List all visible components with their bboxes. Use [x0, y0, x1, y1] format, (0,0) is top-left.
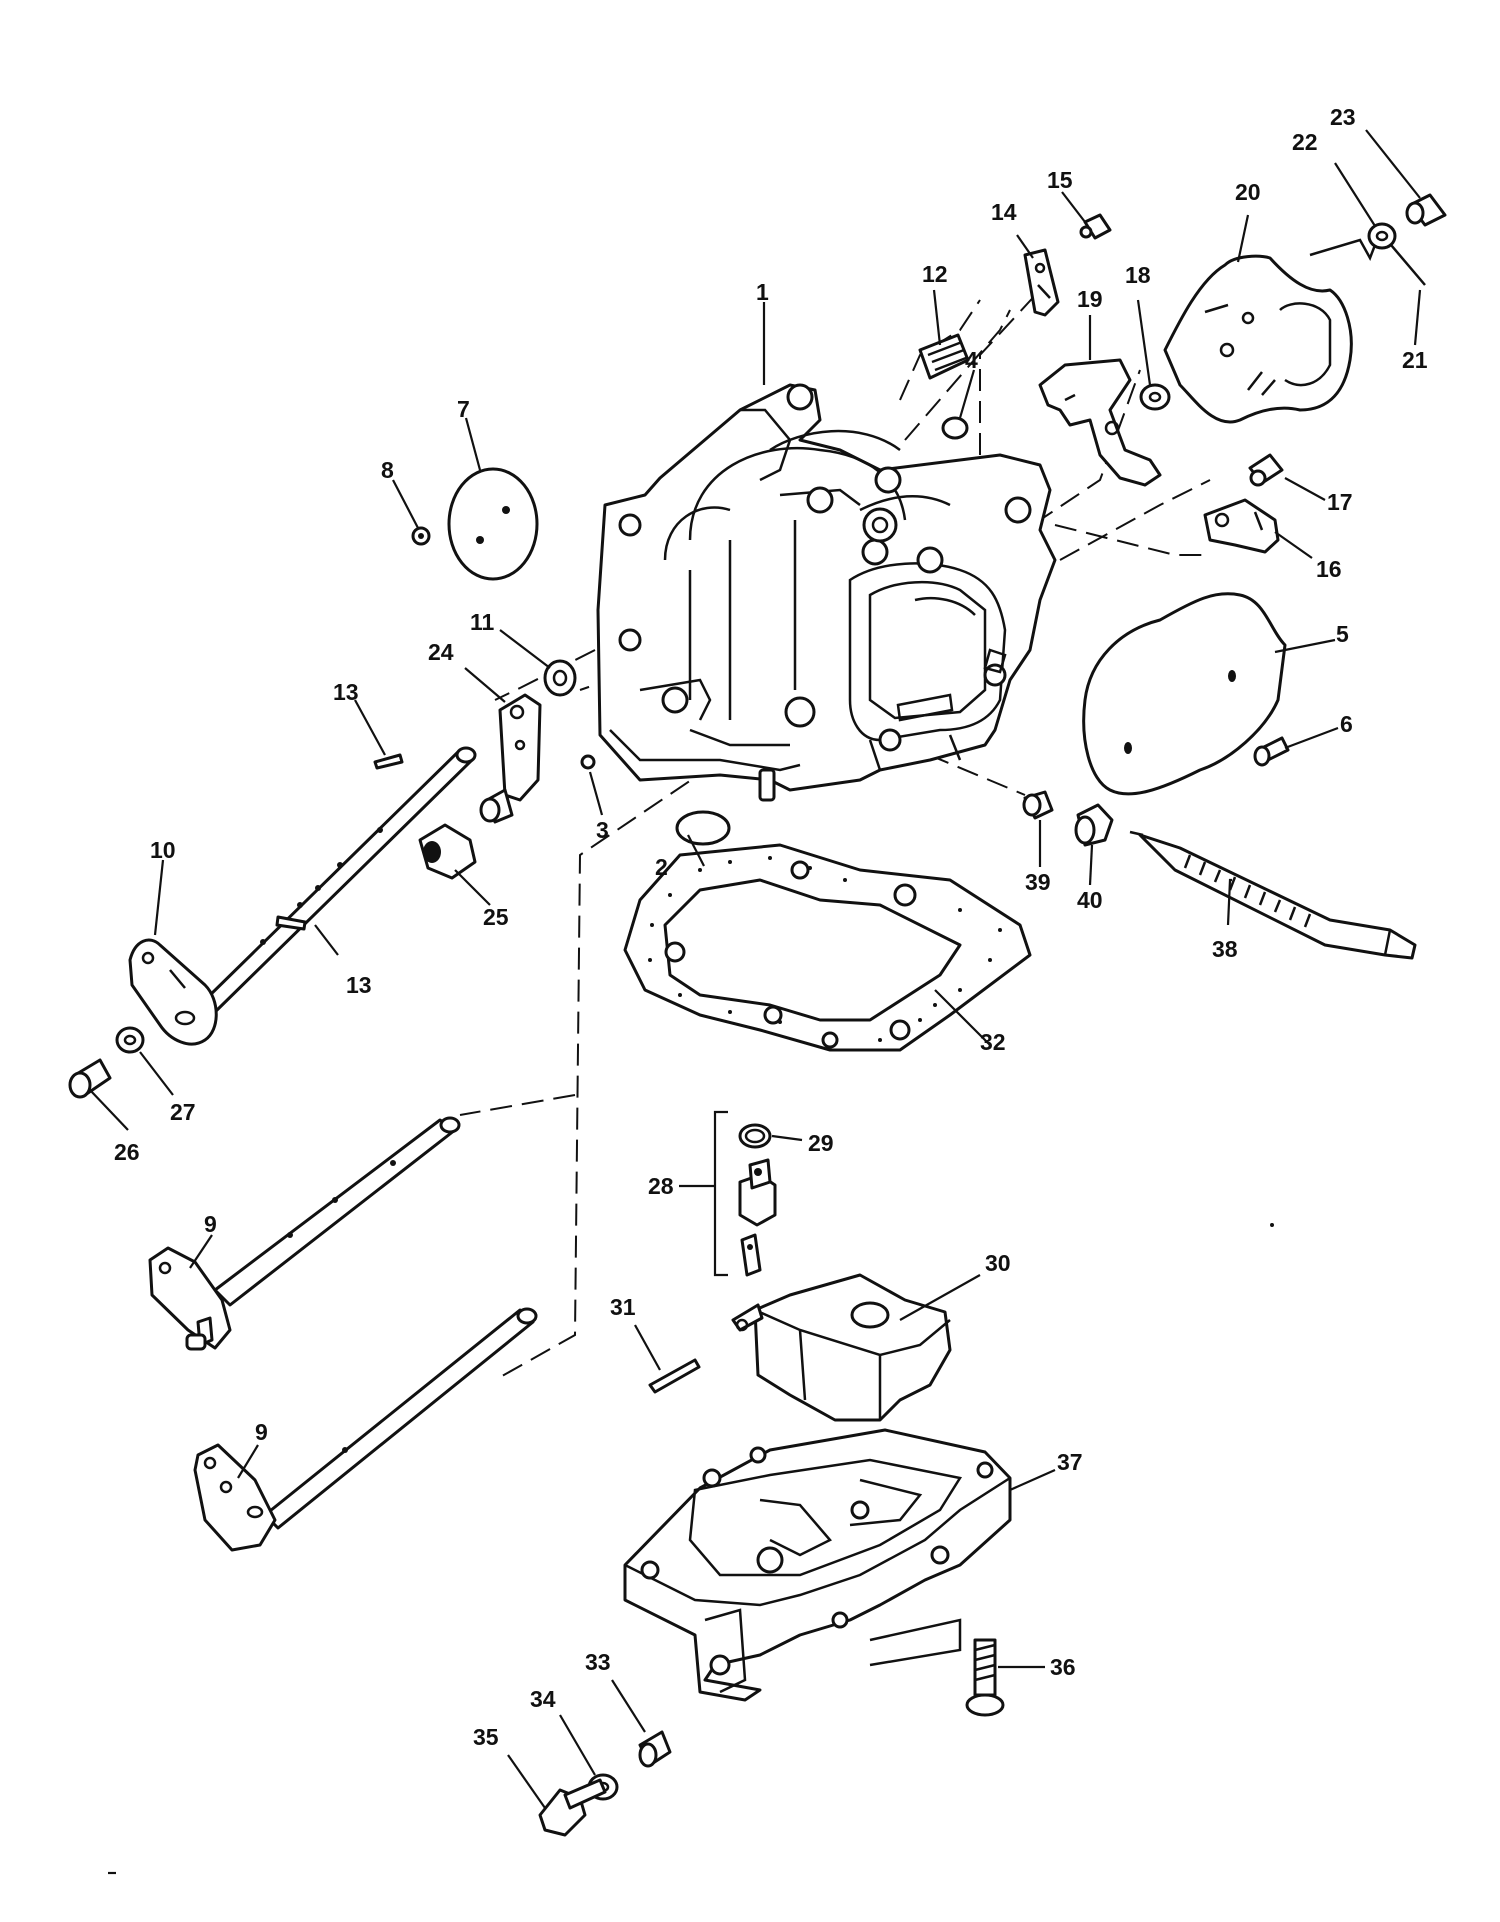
- part-13-pin-upper: [373, 753, 404, 770]
- part-28-needle-seat-assembly: [713, 1110, 777, 1277]
- callout-22: 22: [1292, 129, 1318, 155]
- callout-17: 17: [1327, 489, 1353, 515]
- part-38-needle: [1129, 830, 1417, 960]
- part-25-bushing: [418, 823, 477, 880]
- part-17-screw: [1248, 453, 1284, 487]
- callout-13-upper: 13: [333, 679, 359, 705]
- callout-1: 1: [756, 279, 769, 305]
- part-21-spring: [1309, 229, 1426, 286]
- carburetor-body: [596, 383, 1057, 802]
- callout-38: 38: [1212, 936, 1238, 962]
- callout-11: 11: [470, 609, 495, 635]
- part-7-choke-plate: [447, 467, 539, 581]
- part-9-shaft-lower: [193, 1307, 538, 1552]
- callout-20: 20: [1235, 179, 1261, 205]
- part-8-screw: [411, 526, 431, 546]
- part-30-float: [731, 1273, 952, 1422]
- part-40-bushing: [1074, 803, 1114, 847]
- callout-9-upper: 9: [204, 1211, 217, 1237]
- part-10-throttle-shaft: [128, 746, 477, 1046]
- part-36-screw: [965, 1638, 1005, 1717]
- part-6-screw: [1253, 736, 1290, 767]
- part-19-choke-lever: [1038, 358, 1162, 487]
- callout-40: 40: [1077, 887, 1103, 913]
- callout-15: 15: [1047, 167, 1073, 193]
- callout-24: 24: [428, 639, 454, 665]
- part-22-washer: [1367, 222, 1397, 250]
- part-16-lever: [1203, 498, 1280, 554]
- callout-31: 31: [610, 1294, 636, 1320]
- callout-labels: 1 2 3 4 5 6 7 8 9 9 10 11 12 13 13 14 15…: [114, 104, 1428, 1750]
- part-5-cover: [1082, 592, 1287, 796]
- part-24-lever-arm: [479, 693, 542, 824]
- scan-speck: [1270, 1223, 1274, 1227]
- callout-19: 19: [1077, 286, 1103, 312]
- part-32-gasket: [623, 843, 1032, 1052]
- callout-36: 36: [1050, 1654, 1076, 1680]
- callout-21: 21: [1402, 347, 1428, 373]
- part-20-cam-plate: [1163, 254, 1353, 424]
- callout-5: 5: [1336, 621, 1349, 647]
- part-26-screw: [68, 1058, 112, 1099]
- part-9-shaft-upper: [148, 1116, 461, 1351]
- part-37-float-bowl: [623, 1428, 1012, 1702]
- callout-28: 28: [648, 1173, 674, 1199]
- callout-16: 16: [1316, 556, 1342, 582]
- part-18-washer: [1139, 383, 1171, 411]
- part-14-bracket: [1023, 248, 1060, 317]
- part-33-screw: [638, 1730, 672, 1768]
- part-31-pin: [648, 1358, 701, 1394]
- callout-3: 3: [596, 817, 609, 843]
- part-23-screw: [1405, 193, 1447, 227]
- part-3-ball: [580, 754, 596, 770]
- callout-34: 34: [530, 1686, 556, 1712]
- callout-13-lower: 13: [346, 972, 372, 998]
- callout-14: 14: [991, 199, 1017, 225]
- part-15-screw: [1079, 213, 1112, 240]
- callout-8: 8: [381, 457, 394, 483]
- part-35-bolt: [538, 1778, 607, 1837]
- callout-2: 2: [655, 854, 668, 880]
- callout-6: 6: [1340, 711, 1353, 737]
- callout-12: 12: [922, 261, 948, 287]
- callout-27: 27: [170, 1099, 196, 1125]
- callout-37: 37: [1057, 1449, 1083, 1475]
- part-4-plug: [941, 416, 969, 440]
- part-13-pin-lower: [275, 915, 307, 931]
- callout-35: 35: [473, 1724, 499, 1750]
- callout-33: 33: [585, 1649, 611, 1675]
- callout-18: 18: [1125, 262, 1151, 288]
- part-12-spring: [918, 333, 970, 380]
- callout-30: 30: [985, 1250, 1011, 1276]
- part-29-o-ring: [738, 1123, 772, 1149]
- callout-9-lower: 9: [255, 1419, 268, 1445]
- callout-7: 7: [457, 396, 470, 422]
- callout-25: 25: [483, 904, 509, 930]
- leader-lines: [89, 129, 1422, 1809]
- part-11-washer: [543, 659, 577, 697]
- callout-26: 26: [114, 1139, 140, 1165]
- callout-29: 29: [808, 1130, 834, 1156]
- part-39-plug: [1022, 790, 1054, 820]
- callout-32: 32: [980, 1029, 1006, 1055]
- callout-4: 4: [965, 347, 978, 373]
- callout-23: 23: [1330, 104, 1356, 130]
- part-2-plug: [675, 810, 731, 846]
- callout-39: 39: [1025, 869, 1051, 895]
- callout-10: 10: [150, 837, 176, 863]
- part-27-washer: [115, 1026, 145, 1054]
